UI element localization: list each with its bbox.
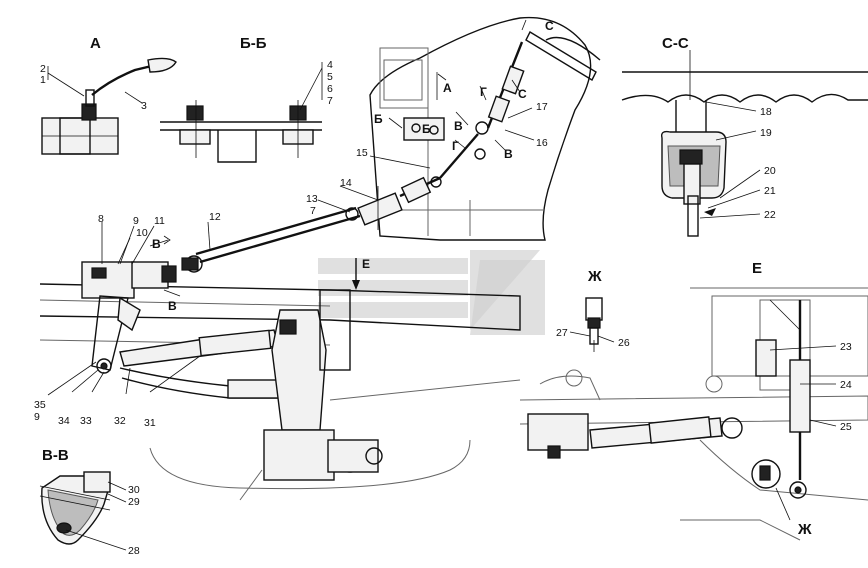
callout-24: 24 — [840, 379, 852, 391]
leaders-26-27 — [569, 331, 615, 343]
view-zh-title: Ж — [587, 268, 602, 285]
power-unit — [239, 289, 383, 501]
callout-zh-marker: Ж — [797, 521, 812, 538]
cylinder-rod-lower — [119, 367, 301, 401]
callout-23: 23 — [840, 341, 852, 353]
leaders-12-17 — [207, 107, 535, 251]
callout-13: 13 — [306, 193, 318, 205]
callout-2: 2 — [40, 63, 46, 75]
cut-marker-g-bottom: Г — [452, 139, 459, 153]
arrow-e-label: Е — [362, 257, 370, 271]
callout-22: 22 — [764, 209, 776, 221]
cut-marker-v-upper: В — [454, 119, 463, 133]
callout-6: 6 — [327, 83, 333, 95]
callout-27: 27 — [556, 327, 568, 339]
cut-marker-vv-lines — [149, 235, 181, 297]
view-zh-detail — [585, 297, 603, 352]
cut-marker-lines — [388, 19, 527, 151]
cut-marker-v-mid: В — [152, 237, 161, 251]
leaders-18-22 — [699, 101, 761, 219]
callout-19: 19 — [760, 127, 772, 139]
section-bb-detail — [160, 100, 322, 163]
leaders-28-30 — [65, 481, 127, 551]
cut-marker-g-top: Г — [480, 85, 487, 99]
cut-marker-a: А — [443, 81, 452, 95]
callout-21: 21 — [764, 185, 776, 197]
callout-16: 16 — [536, 137, 548, 149]
leaders-8-35 — [47, 222, 201, 396]
view-e-detail — [519, 287, 868, 541]
callout-14: 14 — [340, 177, 352, 189]
view-e-title: Е — [752, 260, 762, 277]
intermediate-shaft — [181, 186, 403, 273]
callout-20: 20 — [764, 165, 776, 177]
cut-marker-c-mid: С — [518, 87, 527, 101]
callout-29: 29 — [128, 496, 140, 508]
callout-10: 10 — [136, 227, 148, 239]
cylinder-rod-upper — [119, 329, 279, 367]
leader-1-2-3 — [47, 66, 143, 104]
callout-12: 12 — [209, 211, 221, 223]
callout-5: 5 — [327, 71, 333, 83]
callout-32: 32 — [114, 415, 126, 427]
view-a-detail — [41, 57, 177, 155]
steering-gear-box — [81, 261, 177, 374]
section-vv-detail — [39, 471, 111, 545]
callout-33: 33 — [80, 415, 92, 427]
watermark-logo — [318, 250, 545, 335]
callout-4: 4 — [327, 59, 333, 71]
section-bb-title: Б-Б — [240, 35, 267, 52]
cut-marker-v-lower: В — [504, 147, 513, 161]
pin-detail-b — [403, 117, 445, 141]
cut-marker-v-low: В — [168, 299, 177, 313]
callout-35: 35 — [34, 399, 46, 411]
callout-9b: 9 — [34, 411, 40, 423]
section-cc-title: С-С — [662, 35, 689, 52]
callout-17: 17 — [536, 101, 548, 113]
leader-4-7 — [299, 62, 323, 111]
callout-9: 9 — [133, 215, 139, 227]
cut-marker-b-right: Б — [422, 122, 431, 136]
callout-3: 3 — [141, 100, 147, 112]
arrow-e-indicator — [352, 258, 360, 290]
callout-7: 7 — [327, 95, 333, 107]
callout-15: 15 — [356, 147, 368, 159]
callout-7b: 7 — [310, 205, 316, 217]
callout-26: 26 — [618, 337, 630, 349]
section-vv-title: В-В — [42, 447, 69, 464]
callout-11: 11 — [154, 215, 165, 227]
leaders-23-25 — [769, 345, 837, 521]
callout-30: 30 — [128, 484, 140, 496]
view-a-title: А — [90, 35, 101, 52]
steering-shaft-upper — [399, 31, 601, 204]
callout-18: 18 — [760, 106, 772, 118]
cab-floor-outline — [369, 16, 592, 241]
callout-28: 28 — [128, 545, 140, 557]
callout-34: 34 — [58, 415, 70, 427]
callout-31: 31 — [144, 417, 156, 429]
callout-25: 25 — [840, 421, 852, 433]
cut-marker-b-left: Б — [374, 112, 383, 126]
cut-marker-c-top: С — [545, 19, 554, 33]
callout-8: 8 — [98, 213, 104, 225]
callout-1: 1 — [40, 74, 46, 86]
section-cc-detail — [621, 50, 868, 237]
